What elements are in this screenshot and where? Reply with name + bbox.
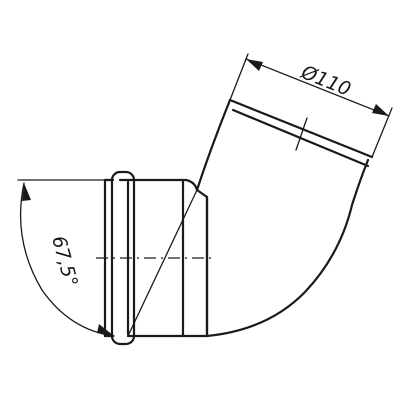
socket-end: [103, 170, 209, 346]
end-face-center-mark: [295, 117, 308, 151]
construction-line: [127, 189, 198, 337]
end-face-line-1: [228, 98, 374, 159]
elbow-bend: [195, 98, 374, 338]
dim-arrow-right: [372, 104, 389, 116]
diameter-label: Ø110: [297, 61, 354, 101]
socket-body-outline: [118, 178, 209, 338]
socket-ring: [110, 170, 136, 346]
angle-arrow-top: [22, 183, 31, 201]
dimension-line: [245, 58, 390, 117]
elbow-outer-contour: [205, 158, 370, 338]
angle-arrow-bottom: [97, 324, 114, 336]
elbow-inner-contour: [195, 98, 232, 192]
dim-arrow-left: [246, 59, 263, 71]
angle-arc: [19, 182, 115, 337]
angle-label: 67,5°: [47, 234, 82, 290]
extension-line-left: [229, 53, 249, 101]
